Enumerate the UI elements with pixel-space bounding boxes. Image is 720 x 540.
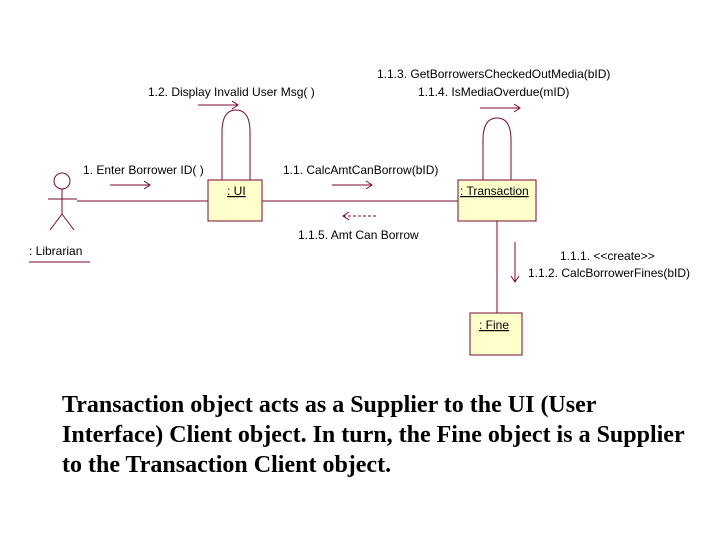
ui-object-label: : UI: [227, 184, 246, 198]
transaction-object-label: : Transaction: [460, 184, 529, 198]
message-is-media-overdue: 1.1.4. IsMediaOverdue(mID): [418, 85, 569, 99]
message-display-invalid: 1.2. Display Invalid User Msg( ): [148, 85, 315, 99]
arrow-create-fine-icon: [510, 242, 520, 283]
message-enter-borrower-id: 1. Enter Borrower ID( ): [83, 163, 204, 177]
caption-text: Transaction object acts as a Supplier to…: [62, 392, 685, 478]
message-calc-borrower-fines: 1.1.2. CalcBorrowerFines(bID): [528, 266, 690, 280]
ui-self-loop: [221, 109, 251, 180]
fine-object: : Fine: [469, 312, 523, 356]
transaction-self-loop: [482, 117, 512, 180]
fine-object-label: : Fine: [479, 318, 509, 332]
arrow-calc-amt-can-borrow-icon: [332, 180, 373, 190]
collaboration-diagram: : Librarian : UI : Transaction : Fine 1.…: [29, 67, 690, 356]
message-get-borrowers: 1.1.3. GetBorrowersCheckedOutMedia(bID): [377, 67, 610, 81]
librarian-actor-icon: [48, 172, 77, 231]
transaction-object: : Transaction: [457, 179, 537, 222]
ui-object: : UI: [207, 179, 263, 222]
message-create: 1.1.1. <<create>>: [560, 249, 655, 263]
arrow-get-borrowers-icon: [480, 103, 521, 113]
message-calc-amt-can-borrow: 1.1. CalcAmtCanBorrow(bID): [283, 163, 438, 177]
message-amt-can-borrow-return: 1.1.5. Amt Can Borrow: [298, 228, 419, 242]
arrow-amt-can-borrow-return-icon: [342, 211, 378, 221]
arrow-enter-borrower-id-icon: [110, 180, 151, 190]
arrow-display-invalid-icon: [198, 100, 239, 110]
actor-label: : Librarian: [29, 244, 82, 258]
